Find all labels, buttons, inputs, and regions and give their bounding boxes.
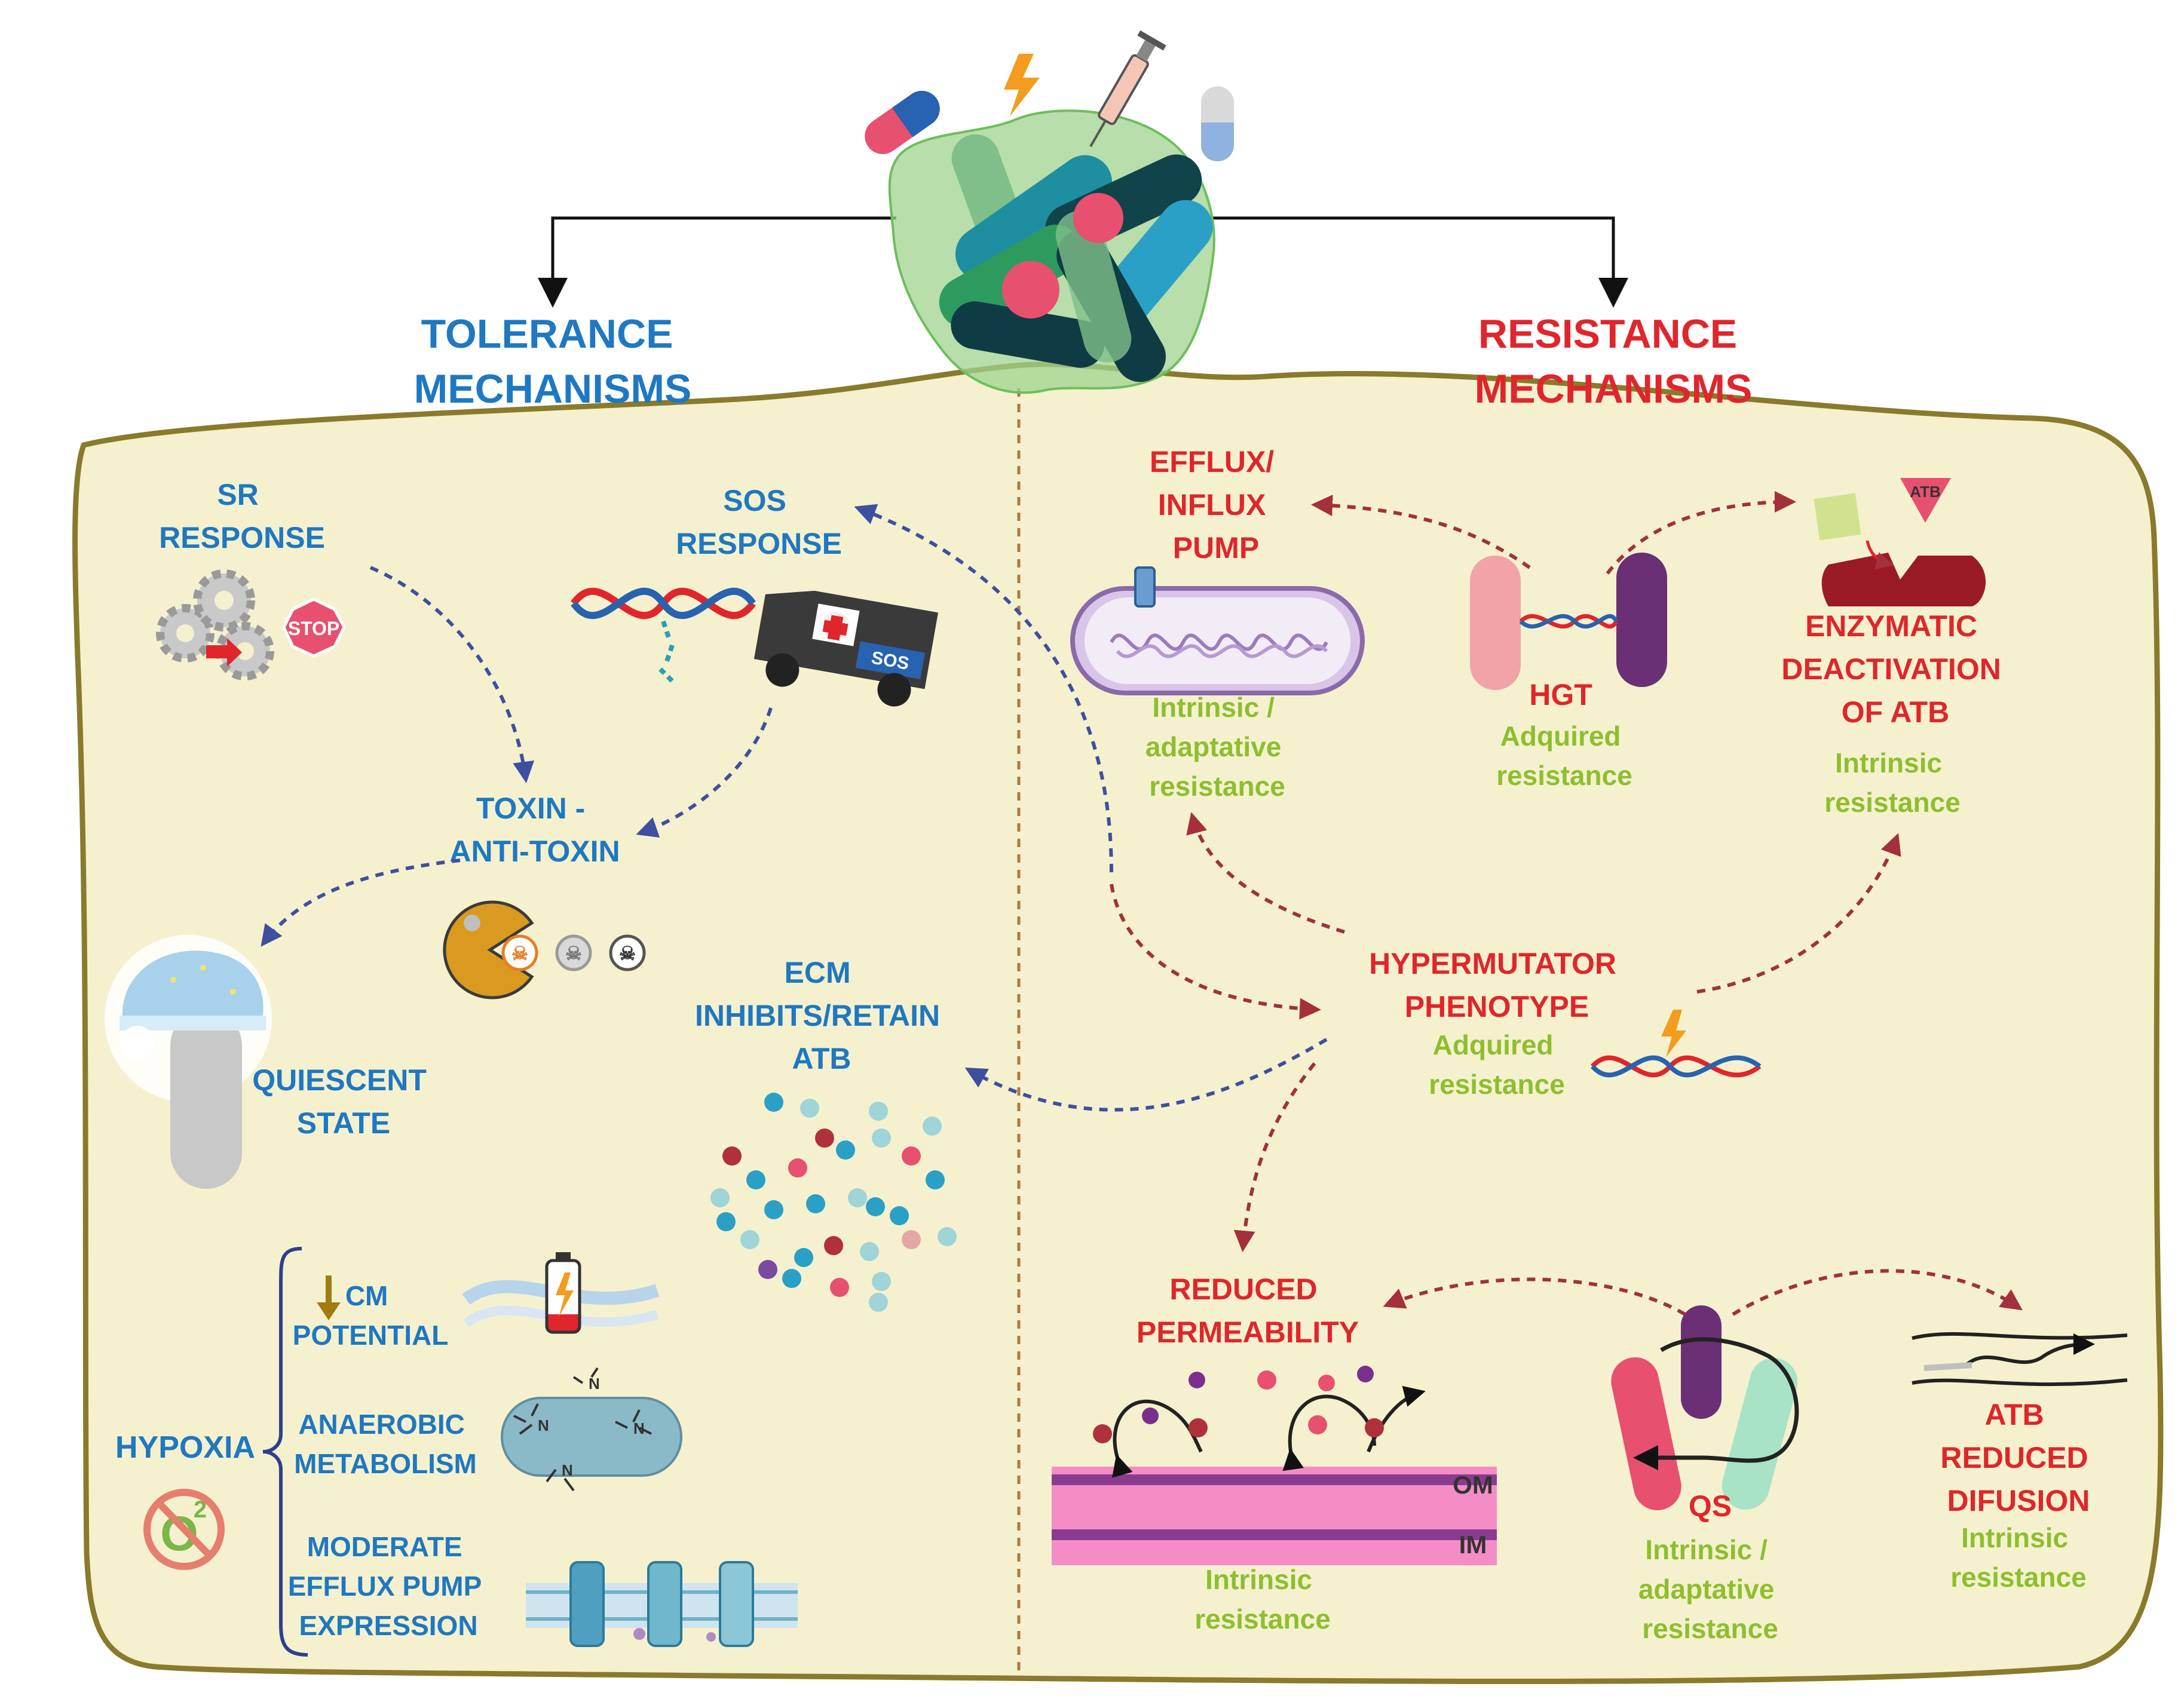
toxin-antitoxin-label: TOXIN - ANTI-TOXIN xyxy=(449,792,620,868)
ambulance-icon: SOS xyxy=(753,590,939,707)
ecm-particles xyxy=(710,1093,957,1312)
quorum-sensing-icon xyxy=(1611,1305,1799,1511)
hypermutator-title: HYPERMUTATOR PHENOTYPE xyxy=(1369,947,1625,1023)
bouncing-molecules xyxy=(1093,1366,1426,1478)
moderate-efflux-label: MODERATE EFFLUX PUMP EXPRESSION xyxy=(288,1531,489,1641)
hypoxia-brace xyxy=(262,1247,308,1657)
no-oxygen-icon: O 2 xyxy=(143,1489,225,1570)
svg-text:OM: OM xyxy=(1453,1471,1493,1499)
diffusion-lines-icon xyxy=(1912,1332,2128,1387)
qs-title: QS xyxy=(1689,1489,1732,1523)
qs-type: Intrinsic / adaptative resistance xyxy=(1638,1534,1782,1644)
membrane-pumps-icon xyxy=(526,1561,798,1647)
sr-response-label: SR RESPONSE xyxy=(159,478,325,554)
mutated-dna-icon xyxy=(1591,1010,1762,1078)
down-arrow-icon xyxy=(317,1275,341,1320)
membrane-layers-icon: OM IM xyxy=(1052,1467,1497,1565)
resistance-connectors xyxy=(1110,491,2023,1316)
dna-helix-icon xyxy=(571,587,756,683)
svg-text:2: 2 xyxy=(194,1497,207,1523)
header-arrows xyxy=(538,216,1628,308)
svg-text:ATB: ATB xyxy=(1910,483,1941,501)
svg-text:STOP: STOP xyxy=(288,618,340,639)
hypoxia-label: HYPOXIA xyxy=(115,1430,255,1465)
cm-potential-label: CM POTENTIAL xyxy=(293,1280,449,1351)
hgt-bacteria-icon xyxy=(1470,553,1667,690)
sos-response-label: SOS RESPONSE xyxy=(676,484,842,560)
svg-text:N: N xyxy=(633,1419,645,1437)
reduced-permeability-title: REDUCED PERMEABILITY xyxy=(1137,1272,1359,1349)
hgt-type: Adquired resistance xyxy=(1496,720,1632,791)
capsule-blue-icon xyxy=(1201,86,1234,161)
pacman-icon xyxy=(443,900,534,999)
nitrate-bacterium-icon: N N N N xyxy=(501,1367,682,1492)
enzyme-icon: ATB xyxy=(1814,478,1986,606)
sleeping-bacterium-icon xyxy=(105,935,272,1189)
svg-text:☠: ☠ xyxy=(619,943,636,964)
svg-text:☠: ☠ xyxy=(511,943,529,964)
resistance-header: RESISTANCE MECHANISMS xyxy=(1475,311,1753,412)
capsule-red-blue-icon xyxy=(865,91,940,154)
biofilm-cluster-icon xyxy=(888,109,1215,394)
svg-text:N: N xyxy=(562,1461,573,1479)
efflux-pump-title: EFFLUX/ INFLUX PUMP xyxy=(1150,445,1282,565)
efflux-pump-type: Intrinsic / adaptative resistance xyxy=(1145,692,1289,802)
atb-diffusion-type: Intrinsic resistance xyxy=(1950,1522,2087,1593)
tolerance-connectors xyxy=(261,504,1328,1112)
svg-text:N: N xyxy=(538,1416,549,1434)
anaerobic-label: ANAEROBIC METABOLISM xyxy=(294,1409,477,1479)
tolerance-header: TOLERANCE MECHANISMS xyxy=(414,311,692,412)
atb-diffusion-title: ATB REDUCED DIFUSION xyxy=(1940,1398,2096,1517)
enzymatic-title: ENZYMATIC DEACTIVATION OF ATB xyxy=(1781,609,2009,729)
stop-sign-icon: STOP xyxy=(282,597,346,658)
skull-toxins-icon: ☠ ☠ ☠ xyxy=(501,934,646,971)
syringe-icon xyxy=(1089,30,1166,148)
enzymatic-type: Intrinsic resistance xyxy=(1824,747,1961,818)
gears-icon xyxy=(156,569,274,680)
hgt-title: HGT xyxy=(1529,678,1592,712)
membrane-battery-icon xyxy=(462,1252,660,1334)
svg-text:IM: IM xyxy=(1459,1531,1487,1559)
quiescent-label: QUIESCENT STATE xyxy=(252,1063,435,1140)
reduced-permeability-type: Intrinsic resistance xyxy=(1194,1564,1331,1635)
ecm-label: ECM INHIBITS/RETAIN ATB xyxy=(695,956,948,1075)
svg-text:☠: ☠ xyxy=(565,943,583,964)
lightning-icon xyxy=(1004,54,1040,116)
hypermutator-type: Adquired resistance xyxy=(1429,1029,1565,1100)
svg-text:N: N xyxy=(589,1375,600,1393)
bacterium-with-pump-icon xyxy=(1070,566,1365,695)
